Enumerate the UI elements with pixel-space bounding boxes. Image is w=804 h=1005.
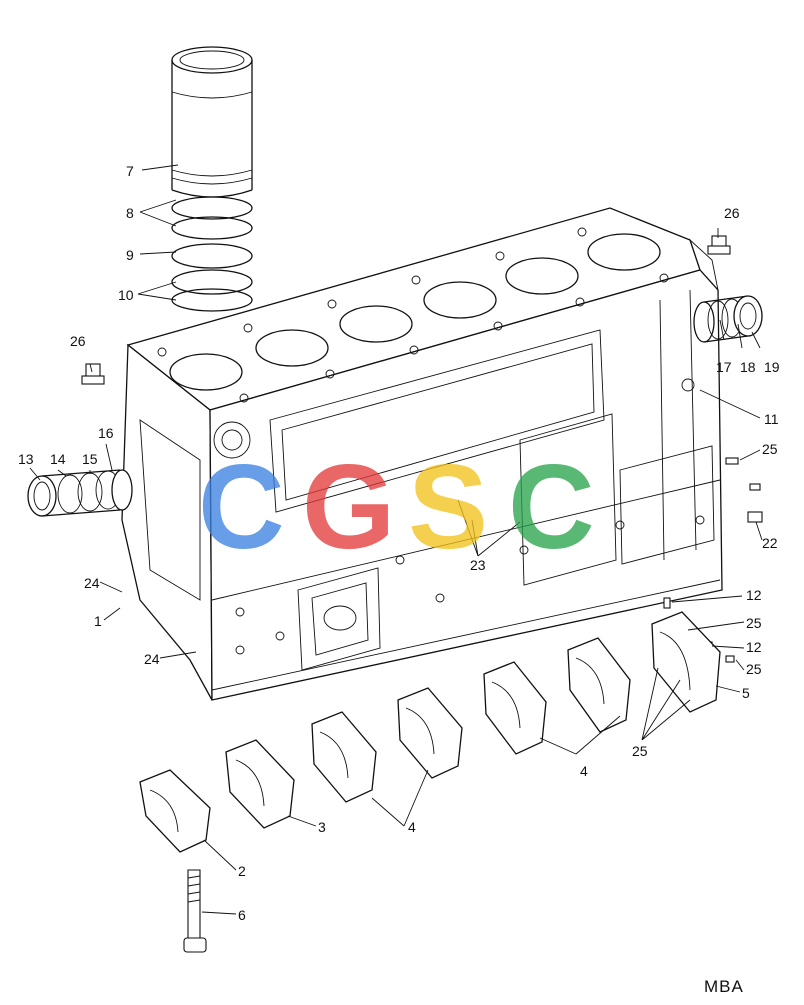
label-11: 11 [764,411,779,427]
watermark-letter-3: S [408,440,488,574]
label-5: 5 [742,685,750,701]
plug-26-right [707,235,731,255]
label-12-b: 12 [746,639,762,655]
label-24-b: 24 [144,651,160,667]
watermark-letter-4: C [508,440,595,574]
cylinder-liner [171,46,253,198]
camshaft-bushings-rear [693,295,763,343]
label-25-a: 25 [762,441,778,457]
label-26-left: 26 [70,333,86,349]
label-16: 16 [98,425,114,441]
label-6: 6 [238,907,246,923]
label-25-d: 25 [632,743,648,759]
label-24-a: 24 [84,575,100,591]
label-25-b: 25 [746,615,762,631]
label-25-c: 25 [746,661,762,677]
camshaft-bushings-front [27,469,133,517]
label-15: 15 [82,451,98,467]
leader-lines [29,164,763,915]
watermark-letter-2: G [302,440,395,574]
label-12-a: 12 [746,587,762,603]
label-18: 18 [740,359,756,375]
label-9: 9 [126,247,134,263]
label-10: 10 [118,287,134,303]
label-26-right: 26 [724,205,740,221]
label-7: 7 [126,163,134,179]
label-14: 14 [50,451,66,467]
label-17: 17 [716,359,732,375]
label-4-right: 4 [580,763,588,779]
main-bearing-bolt [183,869,207,953]
callout-labels: 7 8 9 10 26 26 17 18 19 11 25 22 13 14 1… [18,163,780,996]
plug-26-left [81,363,105,385]
main-bearing-caps [139,611,721,853]
label-13: 13 [18,451,34,467]
watermark-letter-1: C [198,440,285,574]
cylinder-block [121,207,723,701]
label-2: 2 [238,863,246,879]
watermark: C G S C [198,440,595,574]
label-8: 8 [126,205,134,221]
label-19: 19 [764,359,780,375]
diagram-code: MBA [704,977,744,996]
label-23: 23 [470,557,486,573]
seal-rings [171,196,253,312]
label-22: 22 [762,535,778,551]
label-1: 1 [94,613,102,629]
label-3: 3 [318,819,326,835]
label-4-left: 4 [408,819,416,835]
